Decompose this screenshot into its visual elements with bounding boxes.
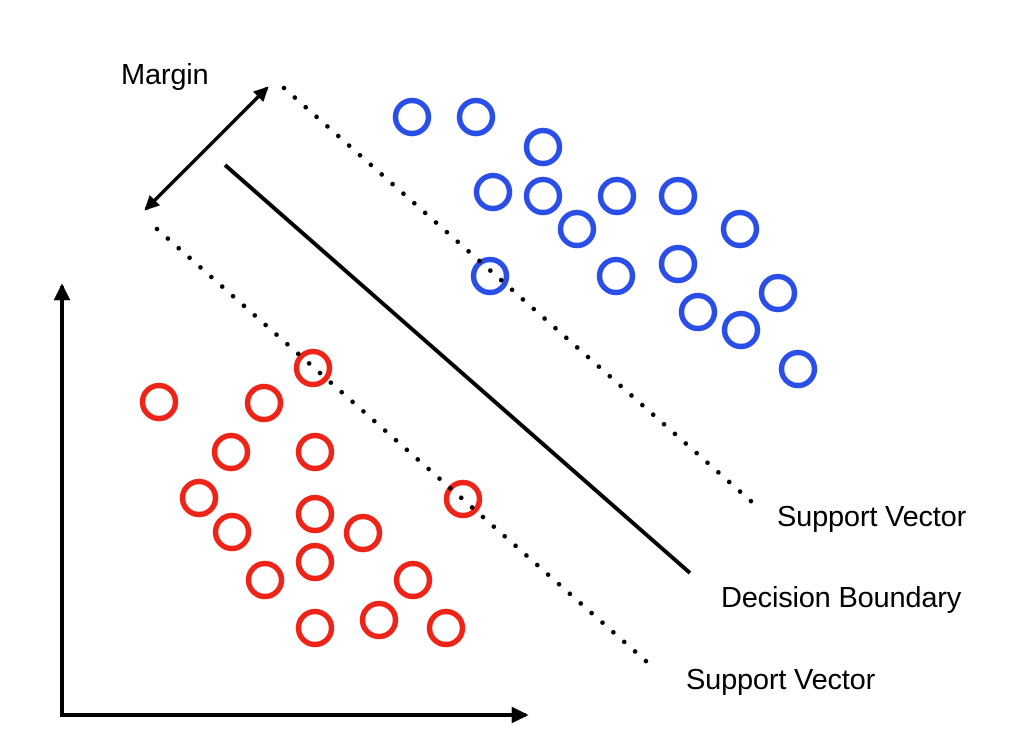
data-point-blue (658, 176, 698, 216)
data-point-red (359, 600, 399, 640)
data-point-red (211, 432, 251, 472)
decision-boundary-line (223, 163, 692, 575)
data-point-red (139, 382, 179, 422)
data-point-red (426, 608, 466, 648)
support-vector-line-top (281, 85, 756, 506)
data-point-red (212, 512, 252, 552)
support-vector-bottom-label: Support Vector (686, 664, 876, 696)
data-point-blue (523, 127, 563, 167)
data-point-blue (678, 292, 718, 332)
data-point-blue (470, 256, 510, 296)
data-point-blue (597, 176, 637, 216)
margin-double-arrow (144, 86, 269, 211)
data-point-blue (758, 273, 798, 313)
data-point-blue (523, 176, 563, 216)
data-point-red (443, 479, 483, 519)
data-point-blue (557, 209, 597, 249)
data-point-red (295, 608, 335, 648)
data-point-blue (778, 349, 818, 389)
data-point-red (295, 542, 335, 582)
data-point-blue (456, 97, 496, 137)
data-point-red (343, 513, 383, 553)
margin-label: Margin (121, 59, 209, 91)
data-point-red (295, 494, 335, 534)
data-point-blue (392, 97, 432, 137)
data-point-red (295, 432, 335, 472)
data-point-blue (658, 244, 698, 284)
support-vector-top-label: Support Vector (777, 501, 967, 533)
data-point-blue (721, 310, 761, 350)
data-point-red (244, 383, 284, 423)
decision-boundary-label: Decision Boundary (721, 582, 962, 614)
data-point-red (393, 560, 433, 600)
data-point-red (179, 478, 219, 518)
data-point-blue (596, 256, 636, 296)
support-vector-line-bottom (154, 226, 650, 665)
data-point-red (245, 560, 285, 600)
data-point-blue (720, 209, 760, 249)
data-point-red (293, 348, 333, 388)
data-point-blue (473, 172, 513, 212)
